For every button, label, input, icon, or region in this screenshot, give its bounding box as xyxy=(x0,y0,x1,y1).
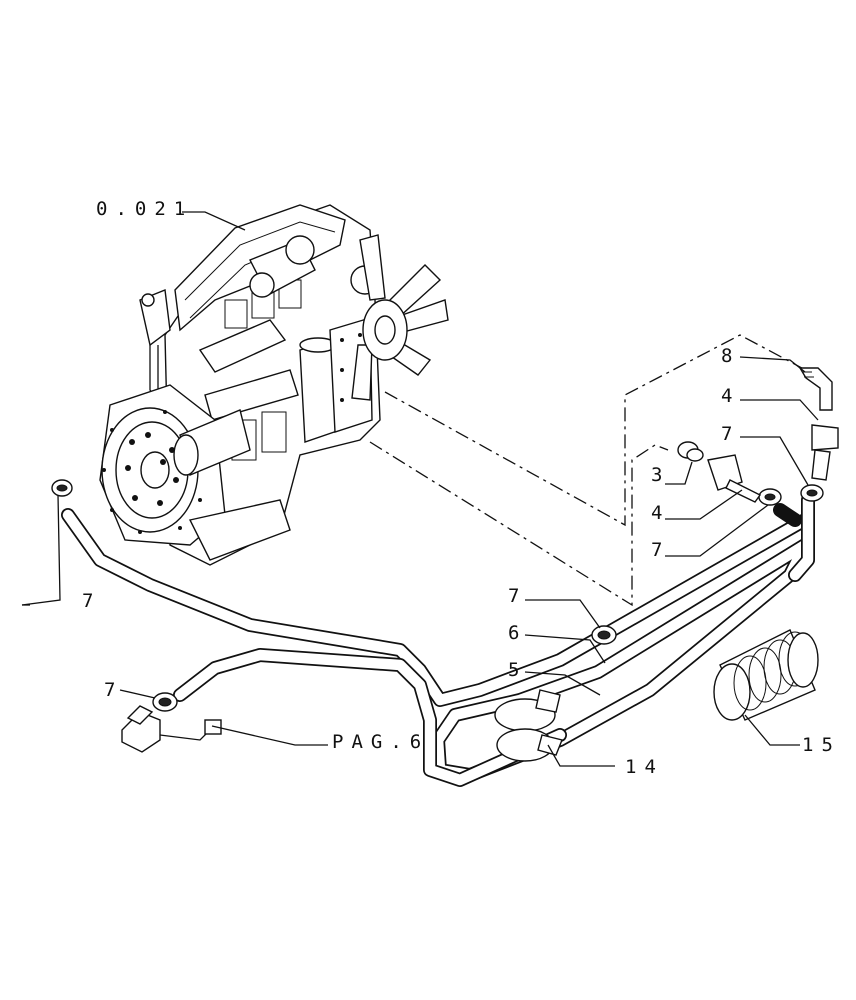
fitting-3 xyxy=(677,441,704,462)
label-item-15: 15 xyxy=(802,734,841,756)
label-item-6: 6 xyxy=(508,622,528,644)
clamp-7-mid xyxy=(591,625,617,645)
valve-4-mid xyxy=(707,454,762,503)
label-item-8: 8 xyxy=(721,345,741,367)
leader-lines xyxy=(21,211,819,767)
dash-dot-leaders xyxy=(369,334,816,607)
label-item-14: 14 xyxy=(625,756,664,778)
label-item-4-mid: 4 xyxy=(651,502,671,524)
sensor-pag6 xyxy=(121,705,222,753)
fan xyxy=(351,234,449,401)
label-item-7-upper: 7 xyxy=(508,585,528,607)
label-engine-ref: 0.021 xyxy=(96,198,194,220)
label-item-7-lower: 7 xyxy=(104,679,124,701)
label-item-7-left: 7 xyxy=(82,590,102,612)
engine-assembly xyxy=(99,204,449,566)
clip-14 xyxy=(494,689,563,762)
clamp-7-left xyxy=(51,479,73,497)
hoses xyxy=(61,493,815,787)
label-item-7-mid: 7 xyxy=(651,539,671,561)
elbow-8 xyxy=(798,367,833,411)
label-item-7-right: 7 xyxy=(721,423,741,445)
label-item-4-top: 4 xyxy=(721,385,741,407)
label-item-5: 5 xyxy=(508,659,528,681)
label-page-ref: PAG.6 xyxy=(332,731,430,753)
valve-4-top xyxy=(811,424,839,481)
label-item-3: 3 xyxy=(651,464,671,486)
clamp-7-lower xyxy=(152,692,178,712)
clamp-7-right xyxy=(758,484,824,506)
sleeve-15 xyxy=(713,629,819,721)
flywheel-housing xyxy=(99,384,226,546)
